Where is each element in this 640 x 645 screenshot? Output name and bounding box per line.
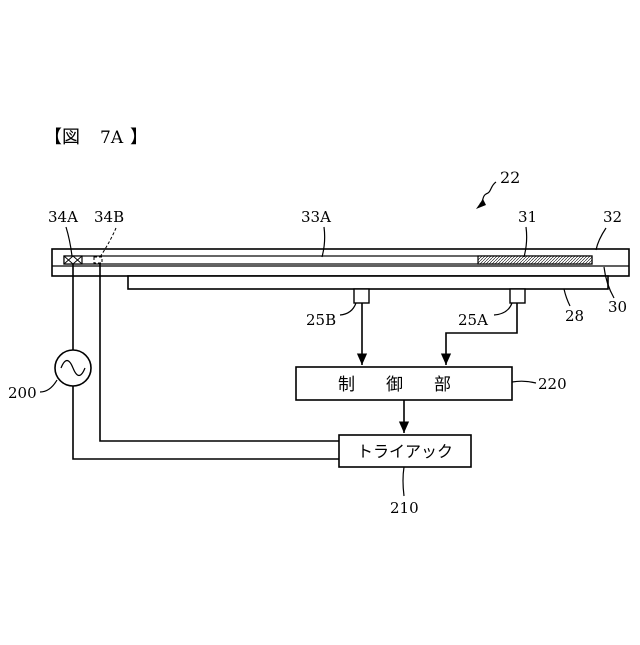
leader-25a (494, 303, 512, 315)
ac-source-icon (55, 350, 91, 386)
label-32: 32 (603, 208, 622, 226)
controller-char-1: 制 (338, 375, 355, 395)
figure-number: 7A (100, 128, 124, 148)
leader-200 (40, 380, 57, 392)
label-25a: 25A (458, 311, 488, 329)
leader-25b (340, 303, 356, 315)
label-22: 22 (500, 168, 520, 187)
label-34a: 34A (48, 208, 78, 226)
hatched-31 (478, 256, 592, 264)
label-34b: 34B (94, 208, 124, 226)
leader-28 (564, 289, 570, 306)
sensor-25b (354, 289, 369, 303)
label-210: 210 (390, 499, 419, 517)
controller-char-3: 部 (434, 375, 451, 395)
label-220: 220 (538, 375, 567, 393)
controller-block: 制 御 部 (296, 367, 512, 400)
triac-label: トライアック (357, 442, 453, 461)
figure-title-close: 】 (130, 127, 148, 148)
sensor-25a (510, 289, 525, 303)
label-33a: 33A (301, 208, 331, 226)
plate-28 (128, 276, 608, 289)
label-25b: 25B (306, 311, 336, 329)
leader-210 (403, 467, 404, 496)
controller-char-2: 御 (386, 375, 403, 395)
label-31: 31 (518, 208, 537, 226)
leader-32 (596, 228, 606, 250)
label-28: 28 (565, 307, 584, 325)
leader-22-arrowhead (476, 199, 486, 209)
terminal-34a (64, 256, 82, 264)
leader-220 (512, 381, 536, 383)
figure-title-open: 【図 (44, 127, 80, 148)
label-200: 200 (8, 384, 37, 402)
label-30: 30 (608, 298, 627, 316)
triac-block: トライアック (339, 435, 471, 467)
